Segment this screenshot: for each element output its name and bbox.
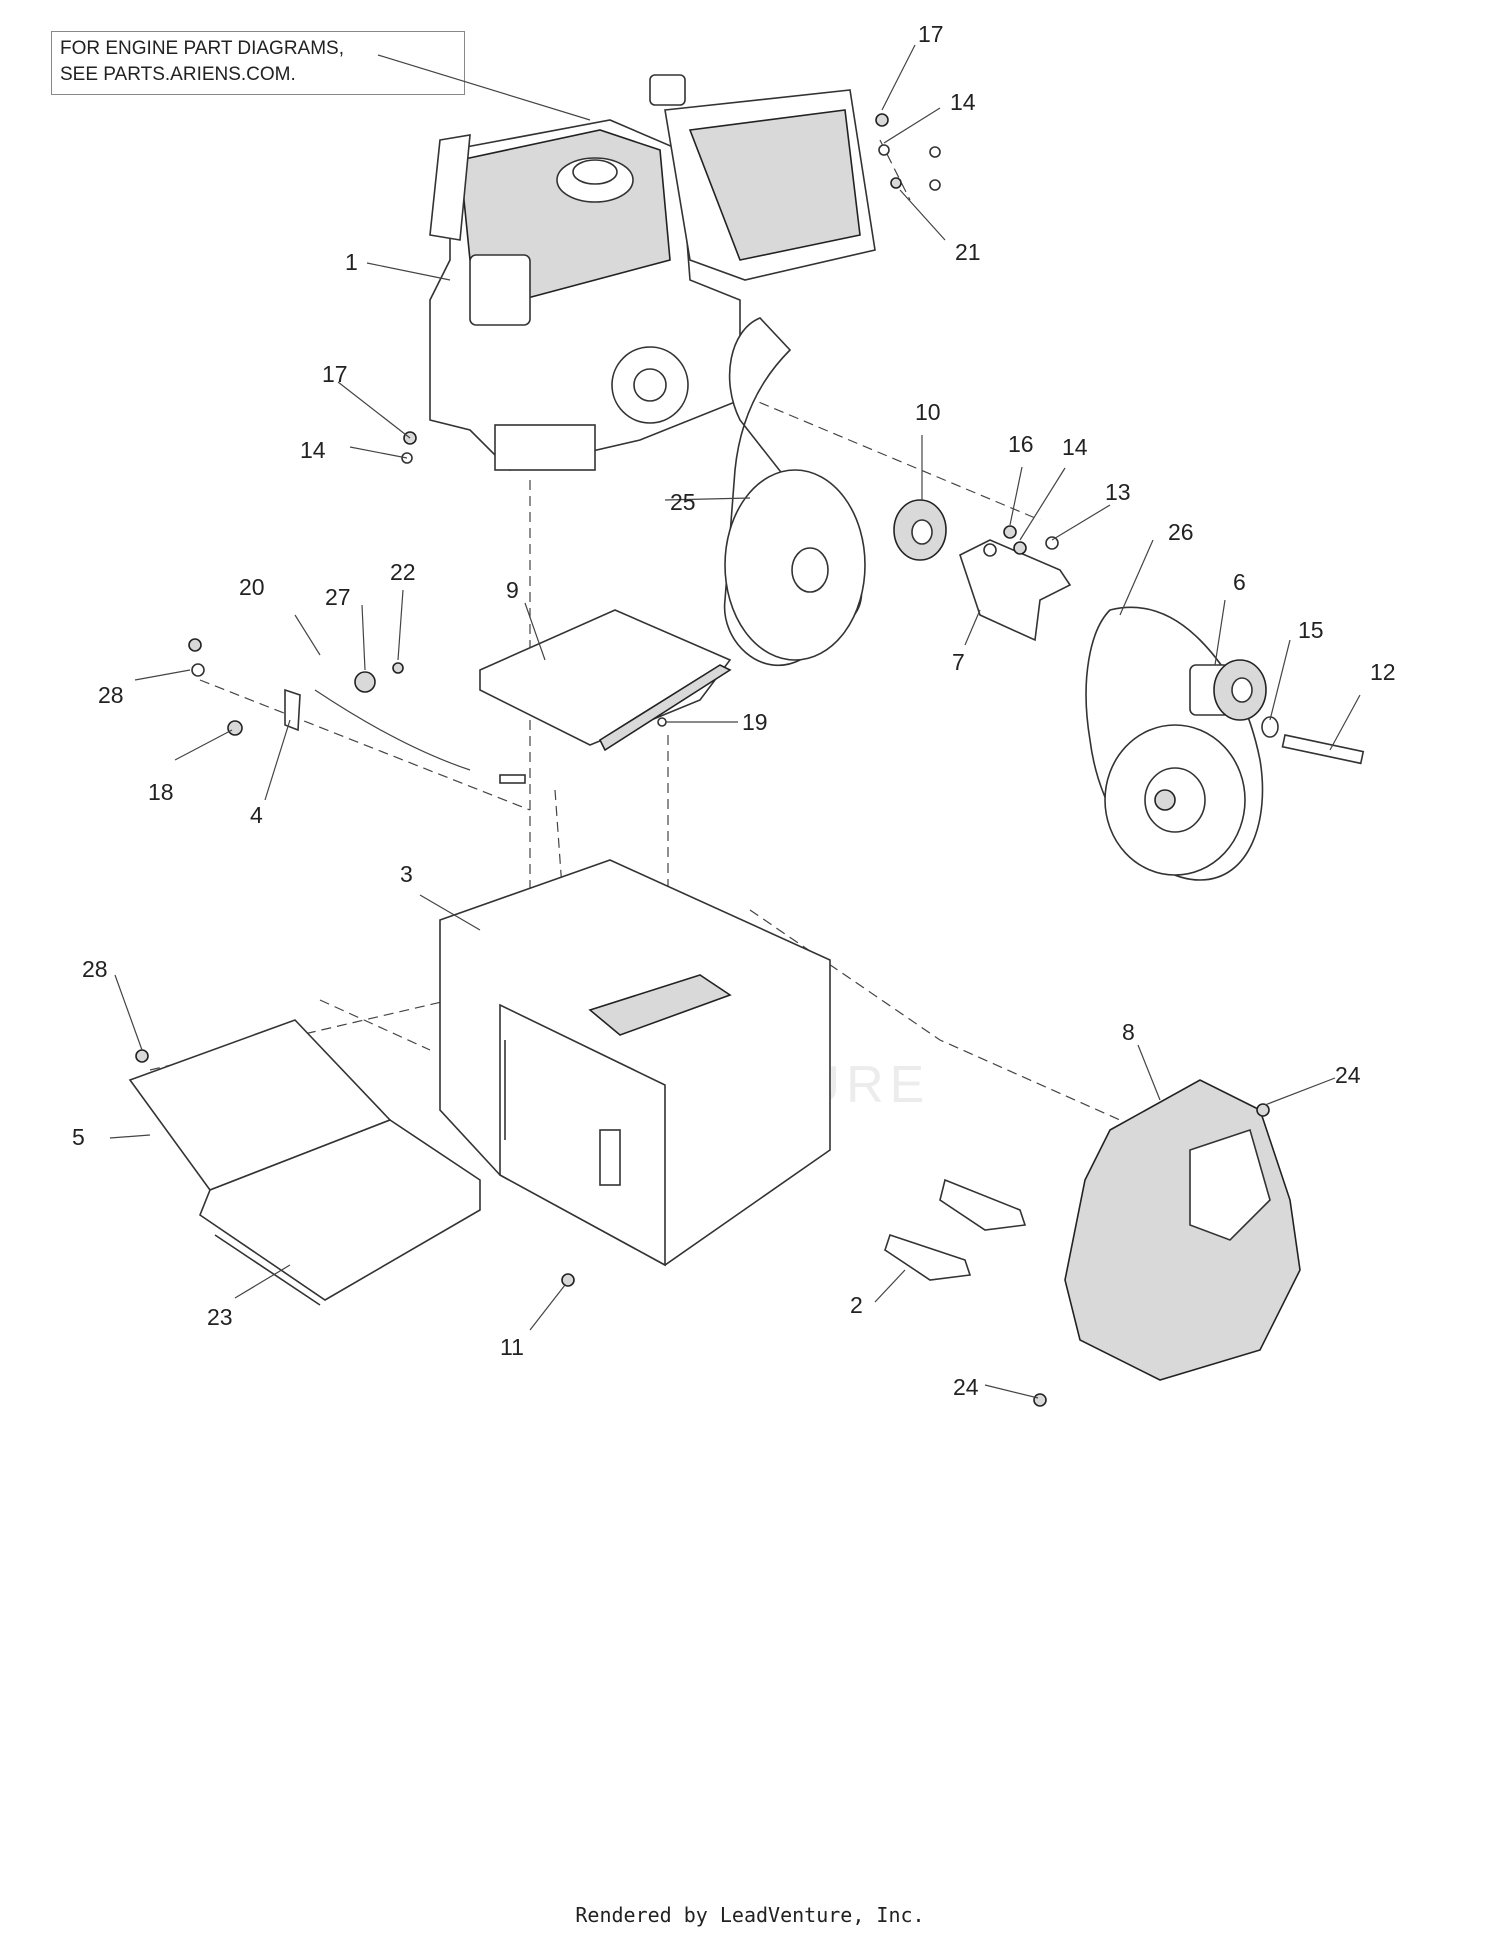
engine-diagram-note: FOR ENGINE PART DIAGRAMS, SEE PARTS.ARIE… [51,31,465,95]
callout-12: 12 [1370,659,1396,685]
callout-17-top: 17 [918,21,944,47]
note-line-2: SEE PARTS.ARIENS.COM. [60,64,296,85]
throttle-cable[interactable] [284,671,526,784]
callout-7: 7 [952,649,965,675]
callout-24-bottom: 24 [953,1374,979,1400]
idler-bracket[interactable] [959,539,1072,642]
render-credit: Rendered by LeadVenture, Inc. [575,1903,925,1927]
callout-5: 5 [72,1124,85,1150]
callout-14-left: 14 [300,437,326,463]
callout-28-left: 28 [98,682,124,708]
callout-27: 27 [325,584,351,610]
pulley-bolt[interactable] [1261,716,1365,765]
callout-14-top: 14 [950,89,976,115]
belt-cover[interactable] [1064,1079,1301,1381]
callout-25: 25 [670,489,696,515]
fasteners [135,113,1270,1407]
callout-8: 8 [1122,1019,1135,1045]
callout-17-left: 17 [322,361,348,387]
mounting-plate[interactable] [479,609,732,752]
callout-13: 13 [1105,479,1131,505]
callout-22: 22 [390,559,416,585]
callout-labels: 1 2 3 4 5 6 7 8 9 10 11 12 13 14 14 14 1… [72,21,1396,1400]
engine-assembly[interactable] [429,74,876,471]
traction-belt-pulley[interactable] [1085,606,1264,881]
callout-2: 2 [850,1292,863,1318]
callout-19: 19 [742,709,768,735]
callout-26: 26 [1168,519,1194,545]
callout-24-right: 24 [1335,1062,1361,1088]
callout-15: 15 [1298,617,1324,643]
callout-23: 23 [207,1304,233,1330]
callout-16: 16 [1008,431,1034,457]
callout-10: 10 [915,399,941,425]
bottom-cover[interactable] [128,1019,481,1306]
callout-9: 9 [506,577,519,603]
drive-pulley[interactable] [1189,659,1267,721]
axle-support-plates[interactable] [884,1178,1027,1281]
callout-14-right: 14 [1062,434,1088,460]
callout-28-bottom: 28 [82,956,108,982]
callout-21: 21 [955,239,981,265]
callout-4: 4 [250,802,263,828]
callout-6: 6 [1233,569,1246,595]
callout-18: 18 [148,779,174,805]
note-line-1: FOR ENGINE PART DIAGRAMS, [60,38,344,59]
callout-11: 11 [500,1334,524,1360]
auger-drive-belt[interactable] [723,317,866,667]
callout-1: 1 [345,249,358,275]
callout-3: 3 [400,861,413,887]
main-frame[interactable] [439,859,831,1267]
callout-leaders [109,44,1361,1399]
idler-pulley[interactable] [893,499,947,561]
callout-20: 20 [239,574,265,600]
